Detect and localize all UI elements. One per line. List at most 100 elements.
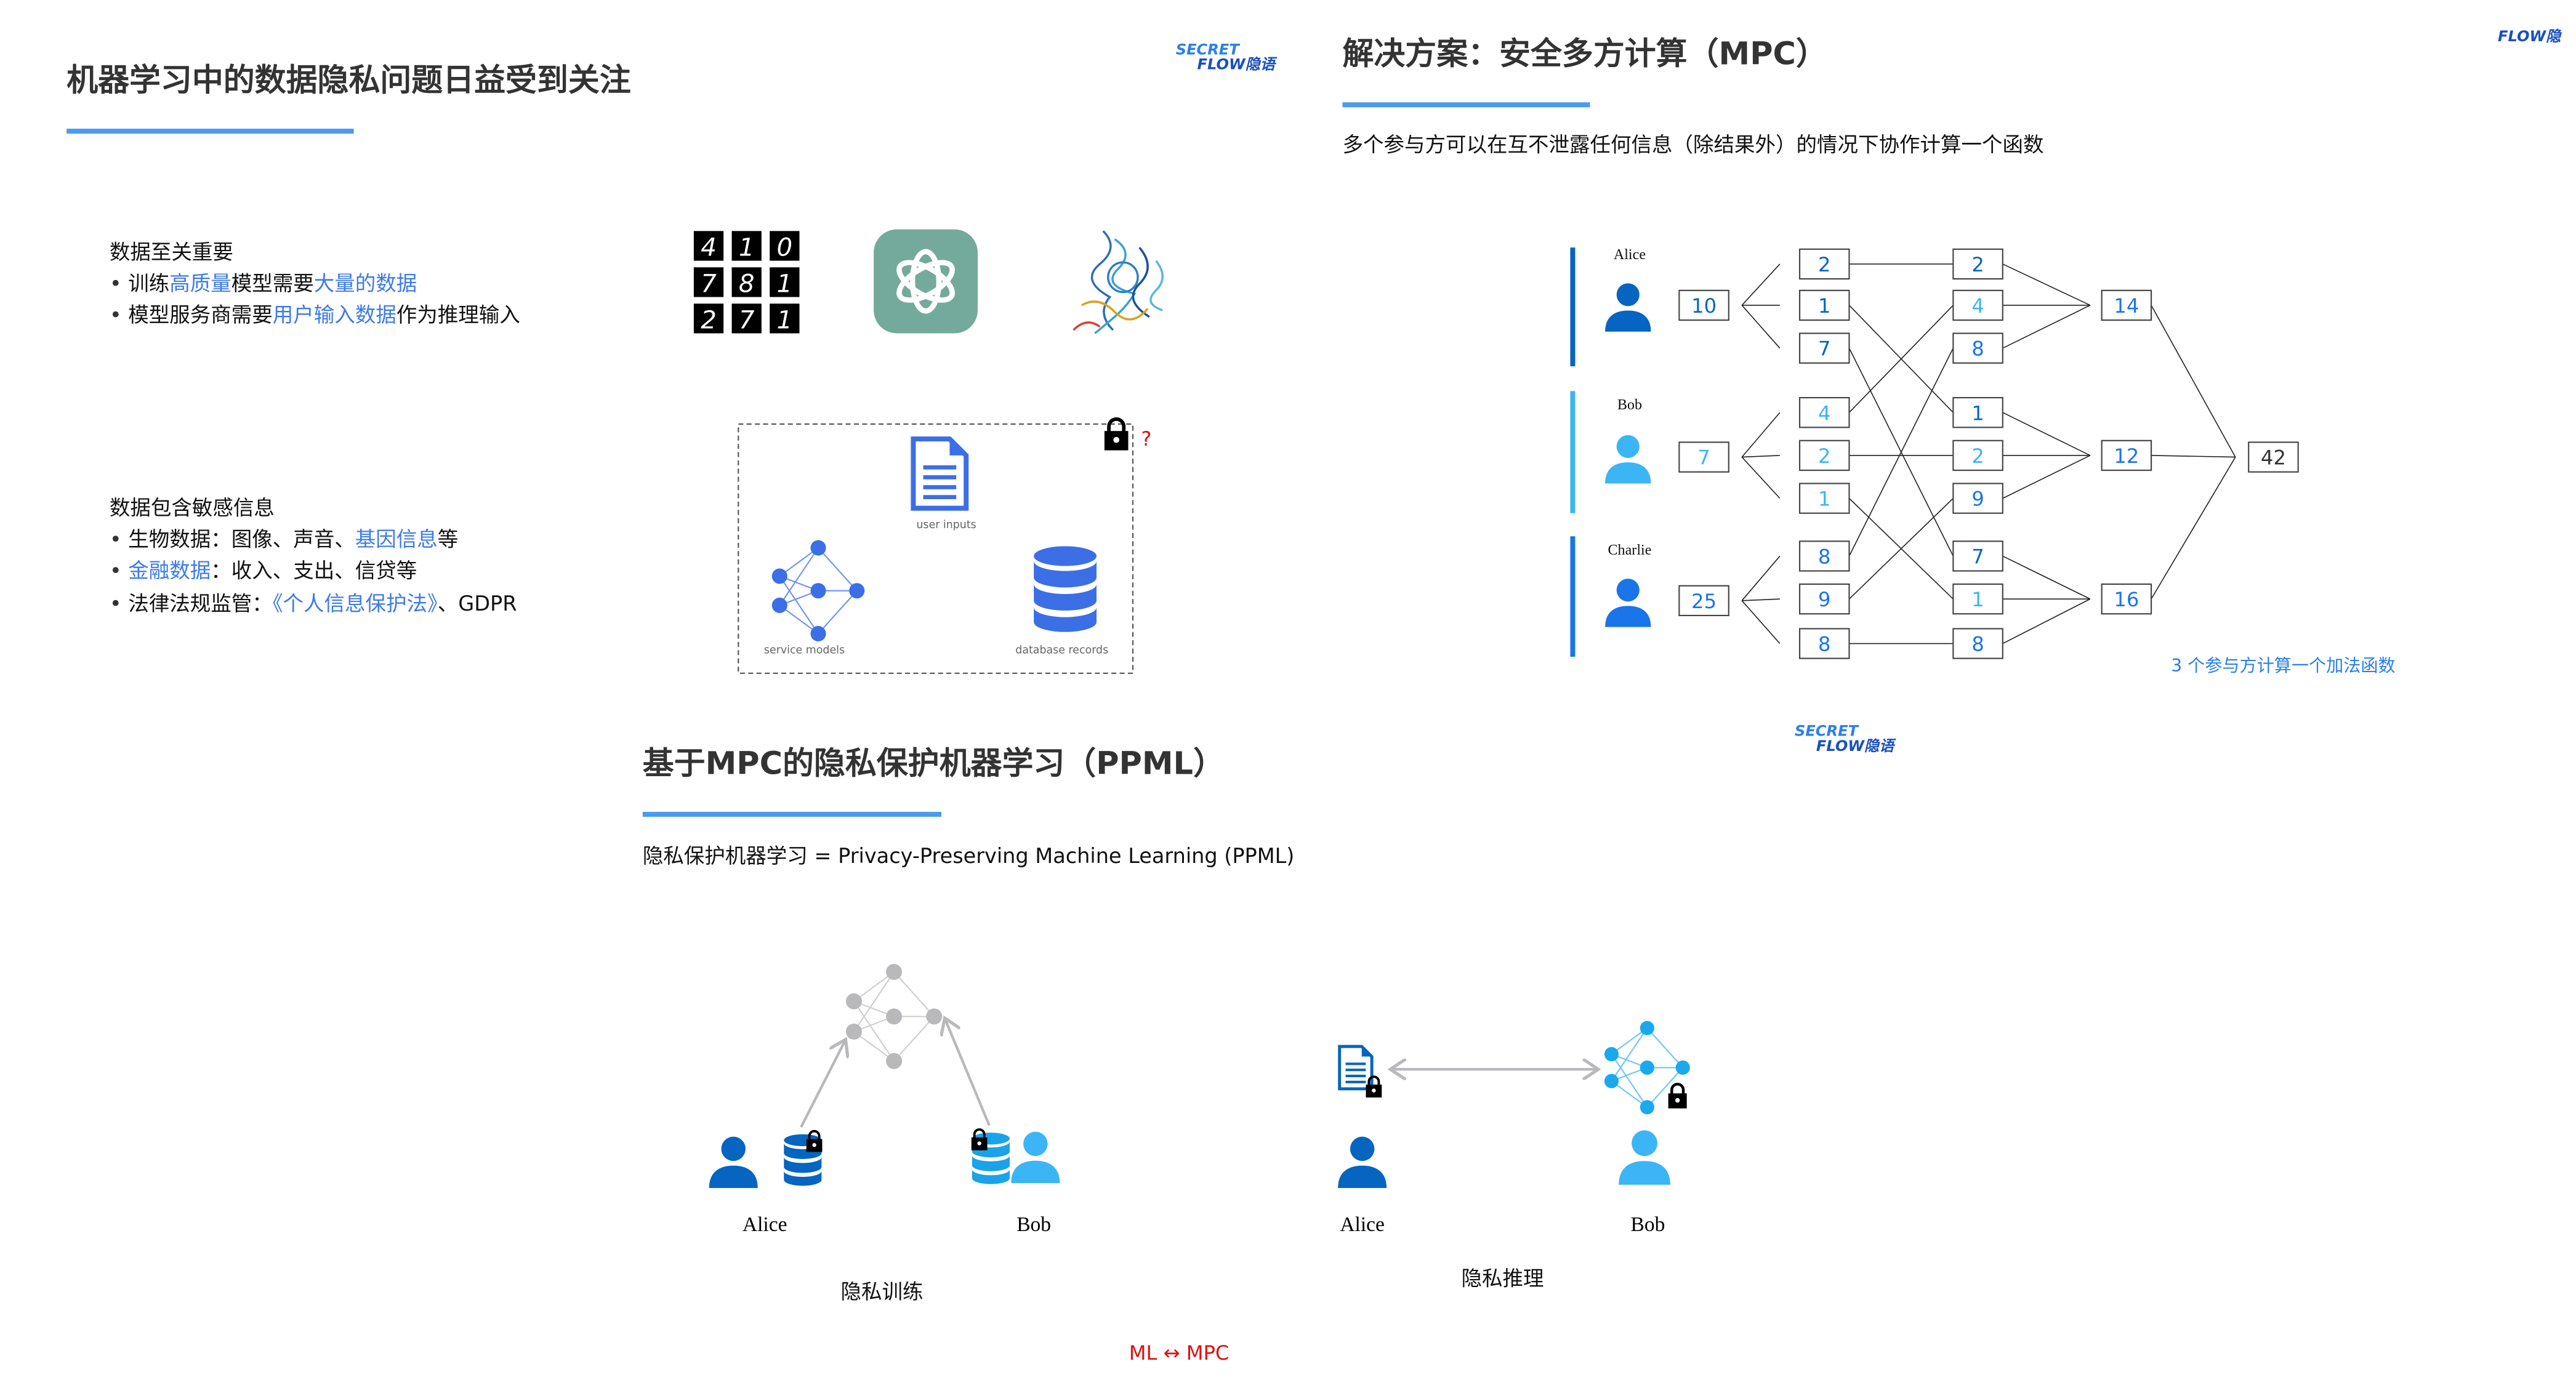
partial-sum-box — [2101, 289, 2152, 321]
digit-tile — [693, 303, 724, 334]
received-share-value: 1 — [1971, 401, 1984, 425]
party-bar — [1570, 247, 1576, 367]
nn-node — [926, 1008, 943, 1025]
nn-edge — [779, 576, 819, 635]
connector-line — [1741, 457, 1781, 499]
bullet-biometric: • 生物数据：图像、声音、基因信息等 — [110, 527, 458, 551]
share-value: 7 — [1818, 337, 1830, 361]
party-avatar — [1605, 283, 1651, 332]
nn-node — [810, 583, 826, 599]
nn-node — [1675, 1060, 1690, 1075]
private-training-label: 隐私训练 — [841, 1280, 924, 1304]
private-training-diagram: Alice Bob 隐私训练 — [709, 963, 1060, 1304]
database-icon — [1034, 546, 1097, 632]
nn-edge — [818, 590, 858, 635]
connector-line — [2151, 457, 2236, 600]
share-value: 9 — [1818, 588, 1830, 611]
connector-line — [2151, 455, 2236, 458]
digit-tile — [693, 231, 724, 261]
connector-line — [2002, 412, 2091, 456]
received-share: 4 — [1952, 289, 2003, 321]
lock-icon — [1668, 1084, 1687, 1108]
received-share-box — [1952, 540, 2003, 572]
slide3-title: 基于MPC的隐私保护机器学习（PPML） — [643, 745, 1225, 782]
alice-avatar — [1338, 1136, 1387, 1189]
nn-edge — [1646, 1067, 1684, 1108]
neural-network-icon — [771, 540, 865, 641]
nn-edge — [853, 971, 895, 1002]
slide-data-privacy: 机器学习中的数据隐私问题日益受到关注 SECRET FLOW隐语 数据至关重要•… — [66, 41, 1278, 674]
received-share-value: 1 — [1971, 588, 1984, 611]
share: 4 — [1798, 397, 1850, 428]
share-value: 8 — [1818, 545, 1830, 569]
highlighted-text: 大量的数据 — [314, 271, 417, 295]
bullet-dot: • — [110, 303, 128, 327]
received-share: 9 — [1952, 483, 2003, 514]
title-underline — [66, 129, 354, 134]
received-share-value: 2 — [1971, 253, 1984, 276]
final-result-box — [2248, 441, 2299, 473]
digit-tile — [693, 267, 724, 297]
document-icon — [1340, 1046, 1372, 1089]
secret-value-box — [1678, 289, 1729, 321]
bullet-training-data: • 训练高质量模型需要大量的数据 — [110, 271, 417, 295]
connector-line — [1848, 348, 1954, 556]
received-share-value: 9 — [1971, 487, 1984, 511]
connector-line — [1848, 498, 1954, 600]
digit-tile — [731, 231, 762, 261]
diagram-caption: 3 个参与方计算一个加法函数 — [2171, 656, 2395, 676]
share: 7 — [1798, 332, 1850, 364]
digit: 7 — [739, 306, 755, 334]
received-share-value: 2 — [1971, 444, 1984, 468]
secretflow-logo-partial: FLOW隐 — [2498, 28, 2562, 45]
secret-value-value: 25 — [1691, 590, 1717, 613]
secret-value: 25 — [1678, 585, 1729, 617]
share: 1 — [1798, 483, 1850, 514]
nn-edge — [779, 604, 819, 635]
digit: 2 — [701, 306, 717, 334]
received-share-box — [1952, 628, 2003, 659]
shared-model-icon — [845, 963, 943, 1069]
secretflow-logo: SECRET FLOW隐语 — [1176, 41, 1278, 73]
received-share-value: 7 — [1971, 545, 1984, 569]
share: 8 — [1798, 628, 1850, 659]
nn-node — [1640, 1060, 1654, 1075]
nn-node — [771, 597, 787, 613]
title-underline — [1342, 102, 1590, 108]
received-share-box — [1952, 289, 2003, 321]
bullet-text: ：收入、支出、信贷等 — [211, 558, 417, 582]
digit-tile — [770, 267, 800, 297]
share-box — [1798, 583, 1850, 615]
connector-line — [2002, 555, 2091, 600]
secret-value: 7 — [1678, 441, 1729, 473]
bullet-text: 作为推理输入 — [396, 303, 520, 327]
digit: 8 — [739, 270, 755, 299]
alice-avatar — [709, 1136, 758, 1189]
received-share-box — [1952, 439, 2003, 471]
question-mark: ? — [1141, 427, 1151, 451]
party-avatar — [1605, 435, 1651, 484]
bob-label: Bob — [1016, 1213, 1051, 1236]
party-bar — [1570, 391, 1576, 513]
final-result: 42 — [2248, 441, 2299, 473]
nn-node — [886, 963, 903, 981]
block-heading: 数据包含敏感信息 — [110, 495, 275, 519]
bullet-dot: • — [110, 558, 128, 582]
digit: 1 — [777, 306, 793, 334]
nn-edge — [1611, 1054, 1648, 1108]
private-inference-label: 隐私推理 — [1462, 1266, 1544, 1290]
share: 1 — [1798, 289, 1850, 321]
share: 2 — [1798, 248, 1850, 280]
slide2-title: 解决方案：安全多方计算（MPC） — [1342, 36, 1827, 73]
secret-value-box — [1678, 441, 1729, 473]
nn-edge — [1611, 1027, 1648, 1081]
nn-node — [1640, 1021, 1654, 1035]
share-value: 2 — [1818, 253, 1830, 276]
sensitive-data-block: 数据包含敏感信息• 生物数据：图像、声音、基因信息等• 金融数据：收入、支出、信… — [110, 495, 517, 615]
highlighted-text: 《个人信息保护法》 — [273, 592, 438, 616]
nn-node — [845, 1023, 862, 1040]
digit-tile — [731, 267, 762, 297]
nn-node — [845, 993, 862, 1009]
